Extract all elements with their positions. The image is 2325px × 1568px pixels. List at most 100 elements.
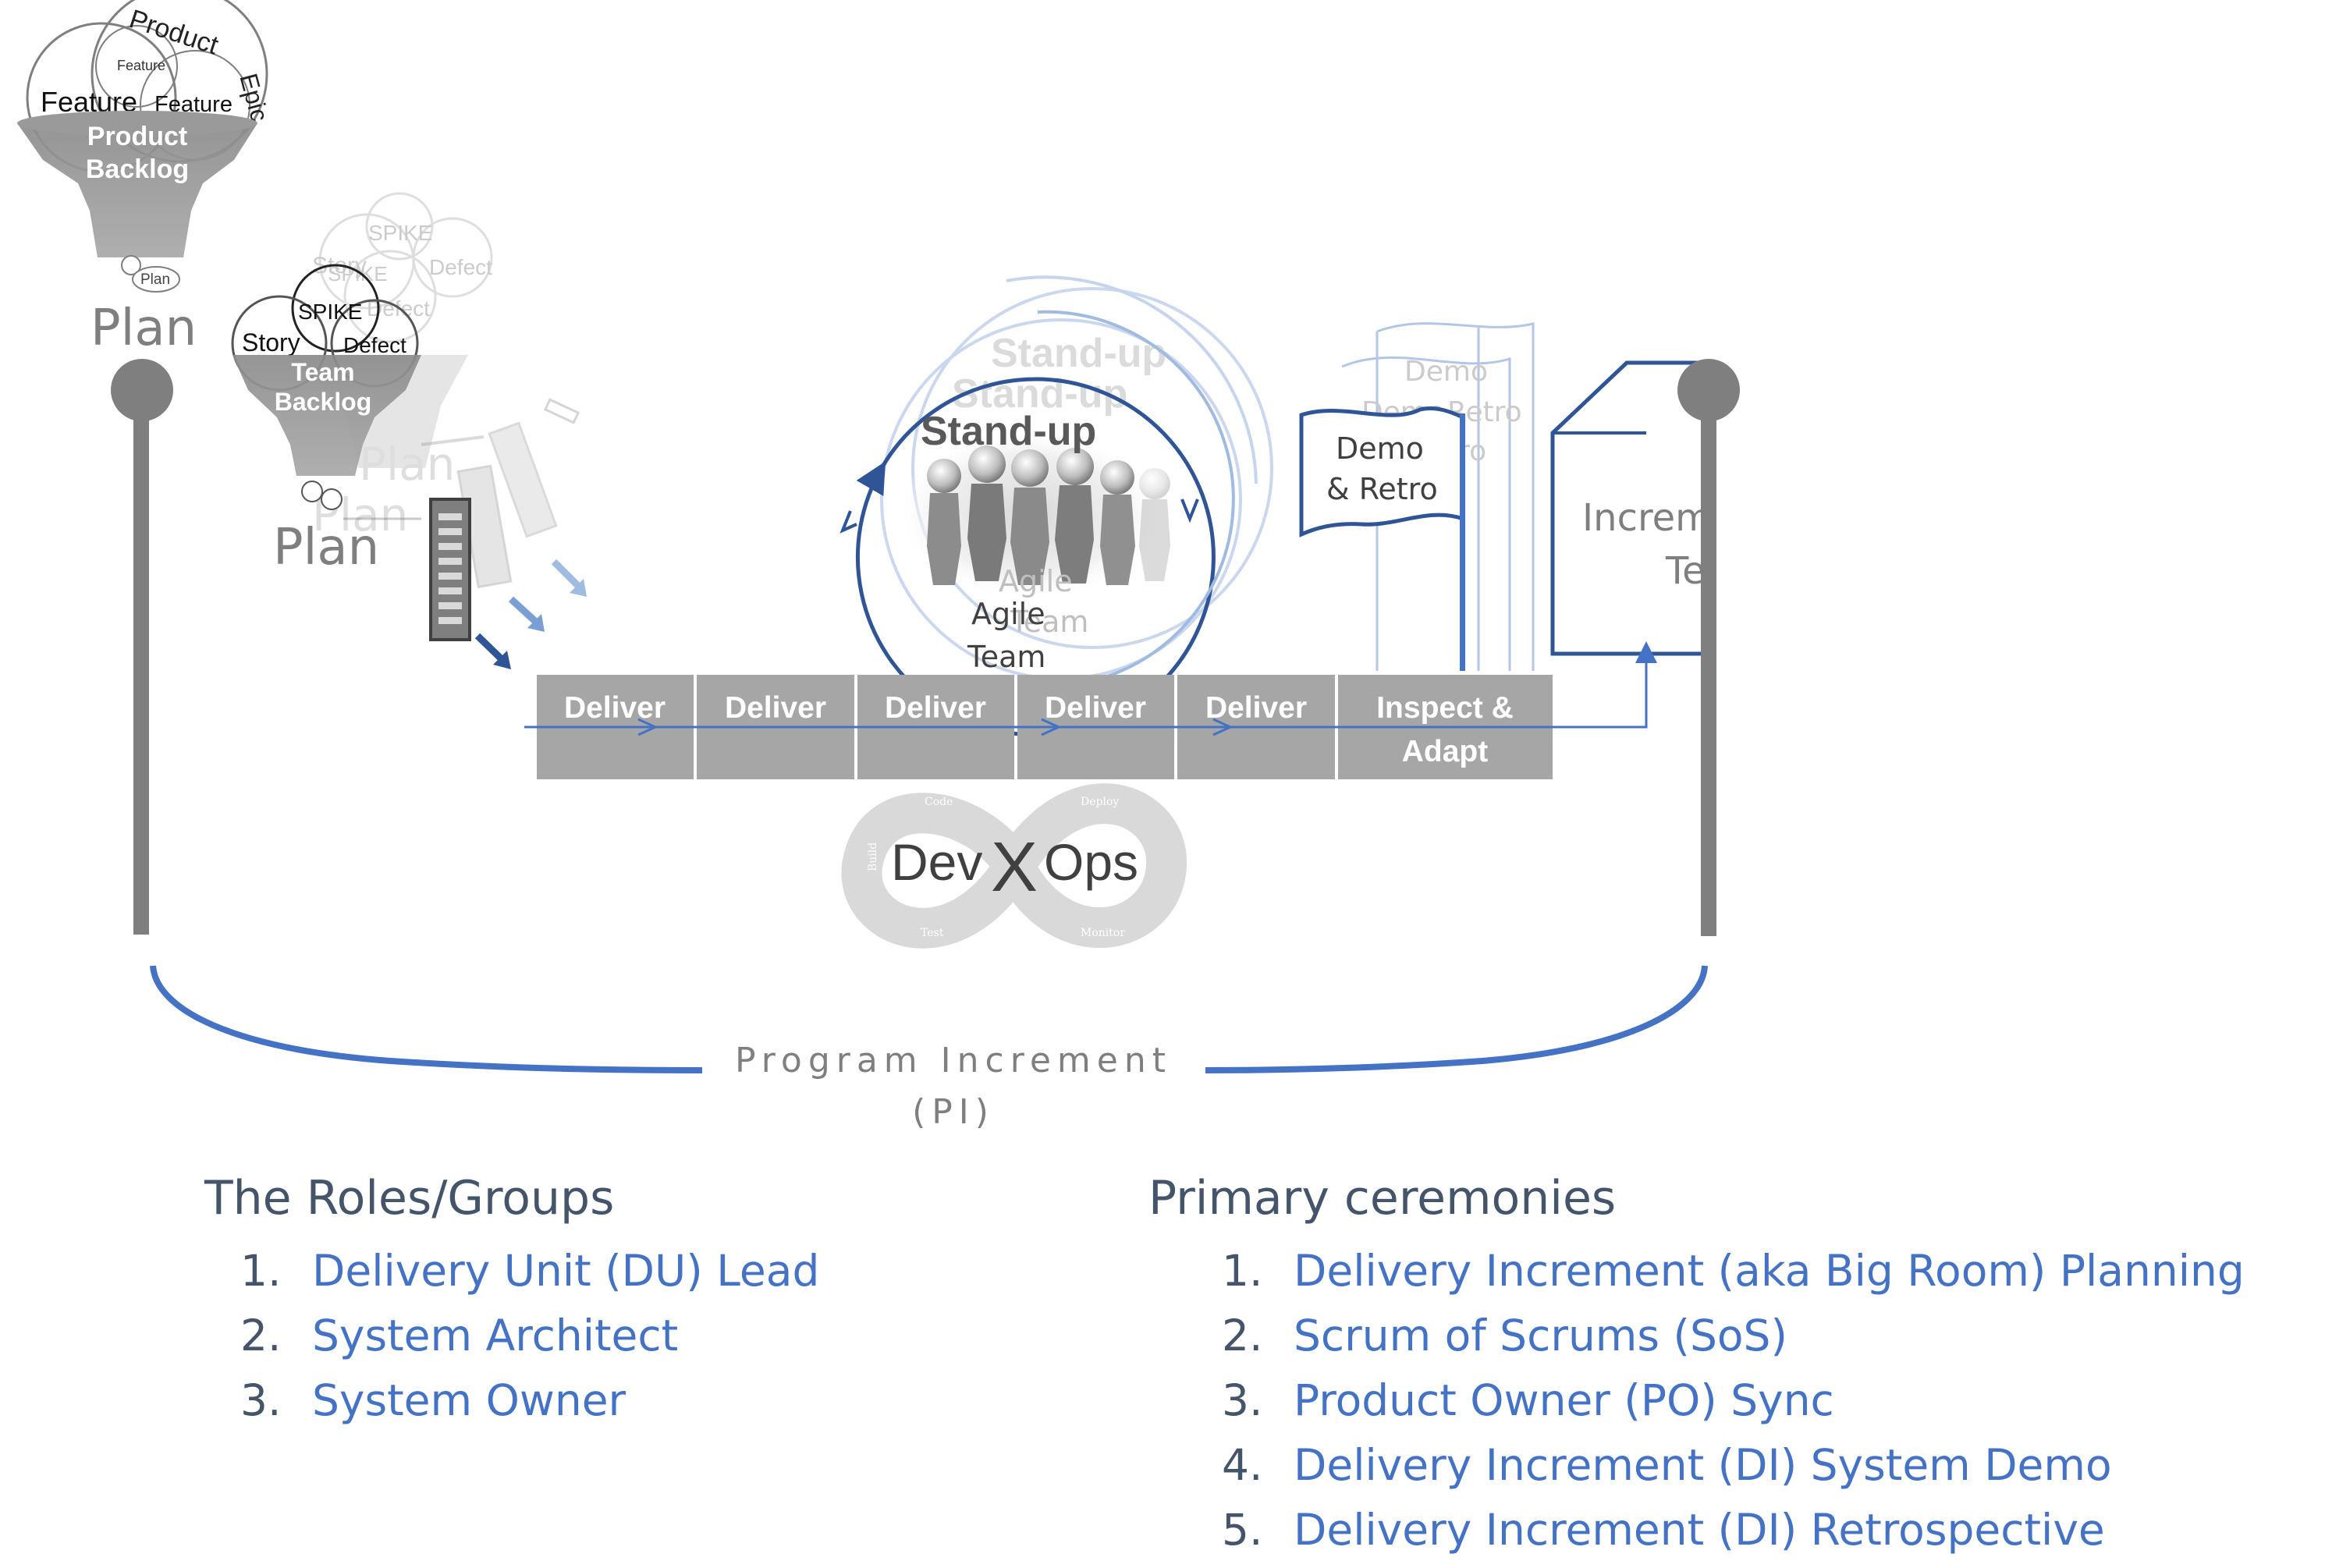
list-item: 4. Delivery Increment (DI) System Demo — [1222, 1433, 2245, 1498]
defect-label: Defect — [343, 333, 406, 357]
epic-arc-label: Epic — [234, 70, 274, 124]
flag-pole — [1460, 413, 1465, 671]
roles-section: The Roles/Groups 1. Delivery Unit (DU) Le… — [204, 1169, 819, 1433]
flow-arrow-light-head — [570, 579, 587, 597]
list-number: 2. — [1222, 1311, 1263, 1360]
devops-loop-label: Build — [867, 843, 879, 871]
product-backlog-line2: Backlog — [86, 154, 189, 184]
team-figure-ghost — [1139, 468, 1170, 581]
agile-label: Agile — [971, 597, 1045, 631]
plan-label-team: Plan — [273, 519, 379, 576]
list-number: 3. — [1222, 1375, 1263, 1425]
increment-box: Increm Te — [1550, 360, 1712, 656]
list-item: 1.Delivery Increment (aka Big Room) Plan… — [1222, 1239, 2245, 1304]
deliver-label: Deliver — [564, 691, 666, 725]
demo-label: Demo — [1336, 431, 1424, 466]
ghost-plan-label: Plan — [359, 438, 455, 491]
track-chevron — [1041, 718, 1062, 736]
right-pole-knob — [1677, 359, 1740, 421]
ghost-agile-label: Agile — [999, 564, 1073, 598]
retro-label: & Retro — [1326, 472, 1438, 506]
role-link-system-architect[interactable]: System Architect — [312, 1311, 679, 1360]
ceremonies-heading: Primary ceremonies — [1148, 1171, 1617, 1226]
agile-team-figures — [927, 445, 1170, 585]
flow-arrow-dark — [474, 633, 506, 664]
ghost-team-label: Team — [1010, 605, 1088, 639]
right-pole — [1677, 359, 1746, 944]
devops-ops: Ops — [1044, 833, 1138, 891]
flow-arrow-light — [551, 559, 584, 592]
flow-arrow-mid-head — [527, 614, 545, 632]
product-backlog-funnel: Product Epic Feature Feature Feature Pro… — [17, 0, 274, 293]
roles-heading: The Roles/Groups — [204, 1171, 615, 1226]
devops-loop-label: Test — [921, 927, 944, 939]
team-funnel-body — [232, 355, 421, 476]
program-increment-title: Program Increment — [735, 1041, 1172, 1080]
right-pole-shaft — [1701, 406, 1716, 936]
team-figure — [927, 459, 961, 585]
devops-dev: Dev — [891, 833, 982, 891]
list-item: 2. Scrum of Scrums (SoS) — [1222, 1304, 2245, 1368]
product-backlog-line1: Product — [87, 122, 187, 151]
funnel-body — [17, 123, 257, 257]
standup-loop-main-arc — [879, 377, 1172, 470]
standup-title: Stand-up — [921, 409, 1096, 454]
list-item: 5. Delivery Increment (DI) Retrospective — [1222, 1498, 2245, 1563]
list-item: 1. Delivery Unit (DU) Lead — [240, 1239, 819, 1304]
drip-circle — [121, 255, 141, 275]
ghost-board — [488, 421, 558, 538]
left-pole — [111, 359, 173, 935]
inspect-adapt-line1: Inspect & — [1376, 691, 1514, 725]
ghost-loop — [911, 287, 1273, 649]
ceremony-link-scrum-of-scrums[interactable]: Scrum of Scrums (SoS) — [1294, 1311, 1787, 1360]
team-backlog-line2: Backlog — [275, 388, 371, 416]
ceremony-link-system-demo[interactable]: Delivery Increment (DI) System Demo — [1294, 1440, 2112, 1490]
ceremony-link-retrospective[interactable]: Delivery Increment (DI) Retrospective — [1294, 1505, 2105, 1555]
ceremonies-list: 1.Delivery Increment (aka Big Room) Plan… — [1148, 1239, 2245, 1563]
list-number: 3. — [240, 1375, 282, 1425]
program-increment-brace: Program Increment (PI) — [150, 965, 1708, 1132]
flow-arrow-mid — [508, 596, 541, 627]
roles-list: 1.Delivery Unit (DU) Lead 2.System Archi… — [204, 1239, 819, 1433]
ghost-arrow — [421, 435, 485, 446]
devops-x: X — [991, 828, 1038, 906]
ghost-tag — [543, 398, 580, 424]
ghost-defect-label: Defect — [429, 255, 492, 279]
role-link-du-lead[interactable]: Delivery Unit (DU) Lead — [312, 1246, 820, 1296]
deliver-label: Deliver — [725, 691, 826, 725]
flow-arrow-dark-head — [493, 651, 511, 669]
team-figure — [1100, 460, 1135, 585]
track-chevron — [1212, 718, 1233, 736]
team-backlog-funnel: SPIKE Story Defect SPIKE Defect Plan Pla… — [231, 192, 493, 541]
team-label: Team — [967, 640, 1045, 674]
list-number: 4. — [1222, 1440, 1263, 1490]
standup-loop-tick — [839, 510, 857, 534]
list-number: 1. — [240, 1246, 282, 1296]
left-pole-knob — [111, 359, 173, 421]
standup-loop-outer2 — [1006, 275, 1258, 484]
funnel-rim — [17, 111, 257, 136]
demo-retro-flag: Demo Demo Retro & Retro Demo & Retro — [1299, 322, 1535, 671]
ghost-flag — [1376, 322, 1535, 671]
standup-loop-outer — [1037, 310, 1235, 689]
drip-plan-label: Plan — [140, 271, 170, 288]
spike-label: SPIKE — [298, 300, 362, 324]
left-pole-shaft — [133, 406, 149, 935]
devops-loop-label: Deploy — [1081, 796, 1119, 808]
sprint-board-stack — [343, 398, 587, 669]
ghost-circle — [343, 250, 437, 343]
backlog-circle — [95, 25, 178, 108]
ceremony-link-po-sync[interactable]: Product Owner (PO) Sync — [1294, 1375, 1834, 1425]
ceremonies-section: Primary ceremonies 1.Delivery Increment … — [1148, 1169, 2245, 1563]
role-link-system-owner[interactable]: System Owner — [312, 1375, 627, 1425]
story-label: Story — [242, 328, 300, 357]
standup-loop-tick — [1180, 498, 1199, 523]
list-number: 5. — [1222, 1505, 1263, 1555]
drip-oval — [132, 266, 180, 293]
sprint-board-rows — [438, 513, 462, 624]
ceremony-link-big-room-planning[interactable]: Delivery Increment (aka Big Room) Planni… — [1294, 1246, 2245, 1296]
ghost-demo-label: Demo — [1404, 356, 1488, 388]
ghost-circle — [412, 217, 493, 298]
program-increment-abbrev: (PI) — [912, 1092, 995, 1132]
